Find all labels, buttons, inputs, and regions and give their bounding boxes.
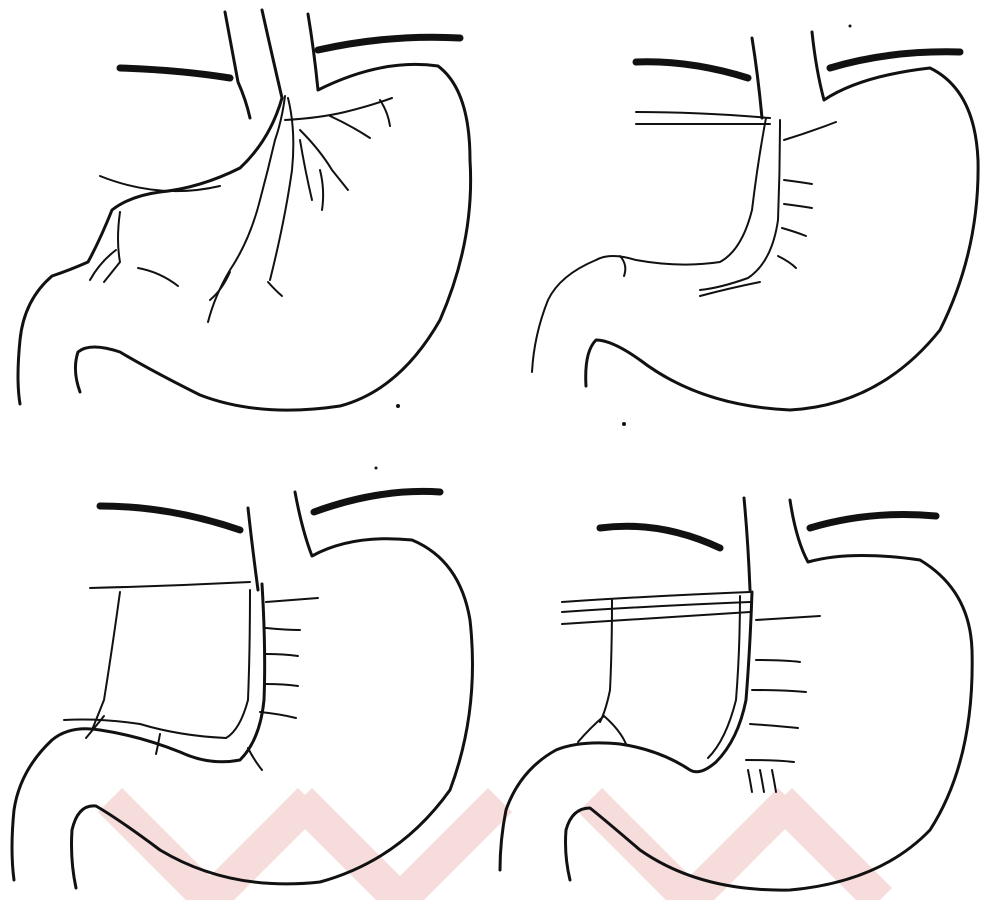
section-line: [90, 582, 250, 588]
diaphragm-right: [810, 515, 936, 529]
diaphragm-left: [600, 526, 720, 548]
greater-curvature: [75, 14, 470, 410]
esophagus-right-wall: [262, 10, 282, 98]
panel-top-left: [18, 10, 471, 410]
diaphragm-right: [318, 37, 460, 50]
specks: [375, 25, 852, 470]
esophagus-left-wall: [225, 12, 250, 118]
diaphragm-left: [120, 68, 230, 78]
panel-bottom-left: [12, 491, 473, 888]
pylorus-dash: [138, 268, 178, 286]
lesser-curvature: [18, 98, 282, 404]
diaphragm-left: [636, 62, 748, 78]
panel-top-right: [532, 32, 978, 410]
watermark: [110, 800, 880, 900]
diaphragm-right: [830, 52, 960, 68]
diaphragm-right: [314, 491, 440, 512]
diaphragm-left: [100, 506, 240, 530]
lesser-curve-branch: [784, 122, 836, 140]
